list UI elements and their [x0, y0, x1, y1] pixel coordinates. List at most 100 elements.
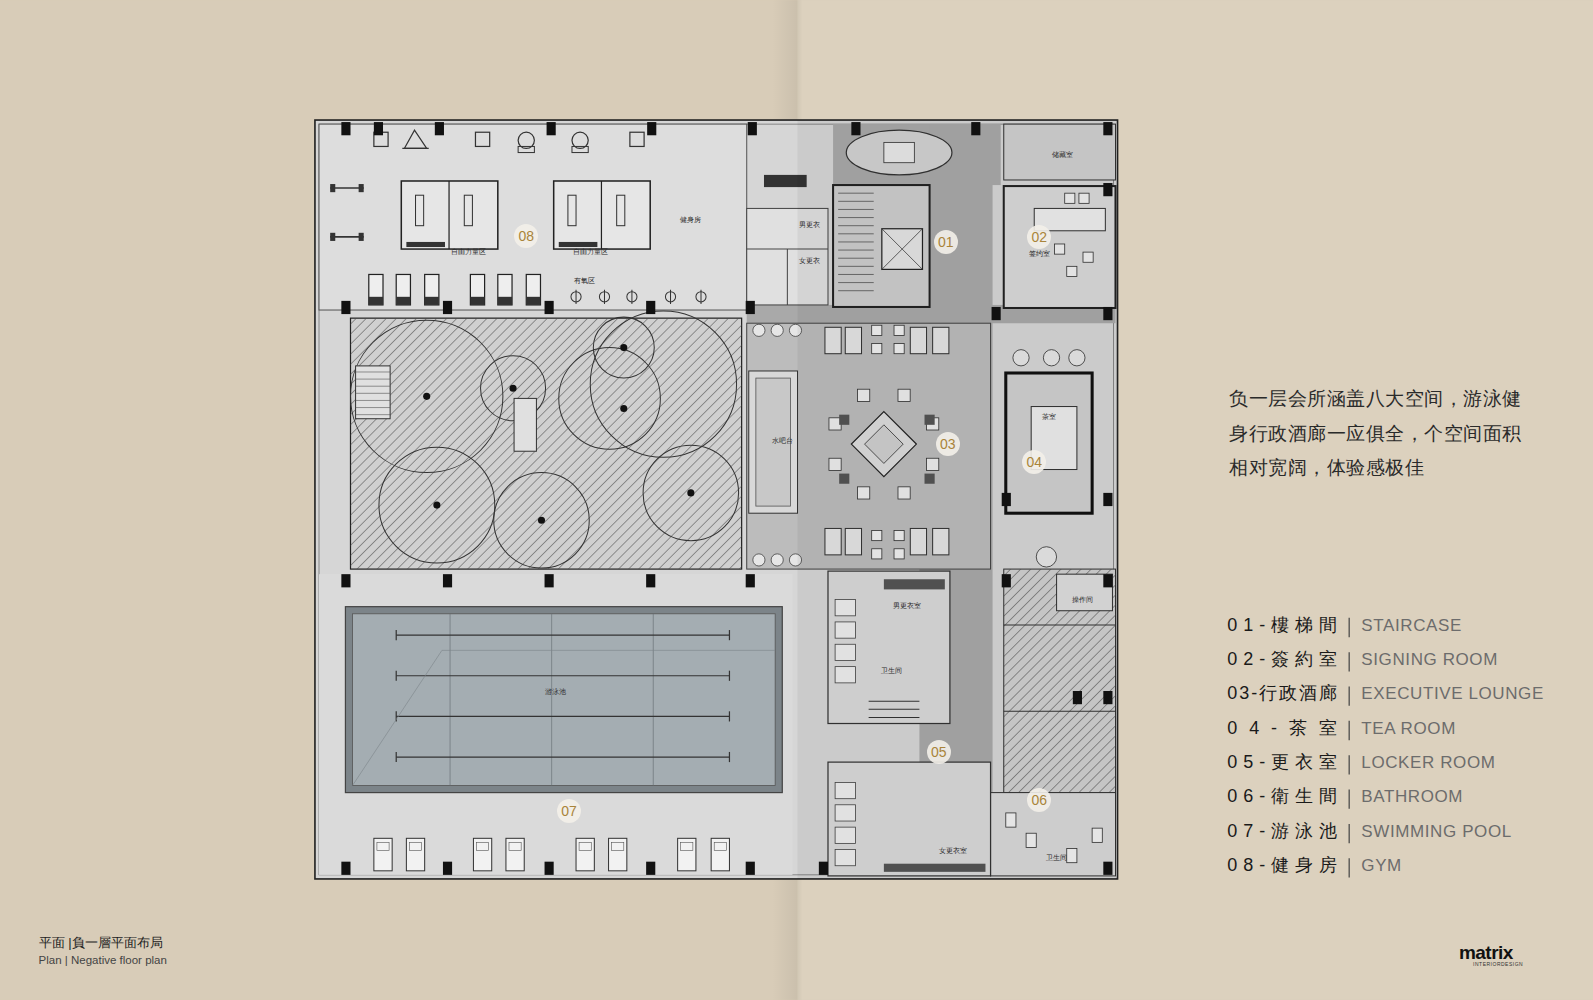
partition [787, 249, 788, 305]
lane-end [396, 752, 397, 762]
treadmill [470, 274, 484, 304]
lounger-head [409, 842, 421, 850]
pool-grid [551, 614, 552, 786]
tree-trunk [620, 344, 627, 351]
stair-tread [356, 386, 391, 387]
lounger-head [509, 842, 521, 850]
lounger [609, 838, 627, 871]
room-label: 女更衣 [799, 257, 820, 265]
tree-trunk [433, 502, 440, 509]
callout-text: 05 [931, 745, 947, 759]
plan-outline [315, 120, 1118, 879]
legend-separator [1349, 790, 1350, 809]
stool [771, 554, 783, 566]
callout-number: 01 [934, 230, 958, 254]
page-right [798, 0, 1593, 1000]
callout-number: 02 [1027, 225, 1051, 249]
lane-end [729, 671, 730, 681]
gym-machine [475, 132, 489, 146]
column [545, 862, 554, 875]
column [1103, 691, 1112, 704]
lounger-head [476, 842, 488, 850]
tree-canopy [379, 447, 495, 563]
treadmill [498, 274, 512, 304]
column [547, 122, 556, 135]
courtyard [351, 318, 742, 569]
description-text: 负一层会所涵盖八大空间，游泳健身行政酒廊一应俱全，个空间面积相对宽阔，体验感极佳 [1229, 382, 1531, 486]
treadmill-base [425, 297, 439, 305]
legend-name-en: LOCKER ROOM [1361, 753, 1495, 773]
weight-rack [559, 242, 598, 247]
legend-name-zh: 02-簽約室 [1227, 649, 1343, 671]
gym-machine [404, 130, 426, 148]
callout-text: 06 [1032, 793, 1048, 807]
lounger-head [612, 842, 624, 850]
legend-separator [1349, 858, 1350, 877]
lounger-head [681, 842, 693, 850]
bench [464, 195, 472, 225]
free-weight-zone [554, 181, 651, 249]
caption-zh: 平面 |負一層平面布局 [39, 935, 163, 951]
room-label: 卫生间 [881, 666, 902, 674]
room-label: 男更衣 [799, 220, 820, 228]
dumbbell [330, 184, 335, 192]
callout-text: 04 [1026, 455, 1042, 469]
room-label: 女更衣室 [939, 847, 967, 855]
stair-tread [356, 371, 391, 372]
pool-ramp [442, 650, 775, 651]
legend-name-en: TEA ROOM [1361, 719, 1456, 739]
caption-en: Plan | Negative floor plan [39, 954, 167, 968]
pool-grid [450, 614, 451, 786]
lounger [506, 838, 524, 871]
legend-name-en: GYM [1361, 856, 1402, 876]
lounger [406, 838, 424, 871]
treadmill [425, 274, 439, 304]
callout-number: 04 [1022, 450, 1046, 474]
column [1002, 493, 1011, 506]
room-label: 茶室 [1042, 412, 1056, 420]
column [443, 574, 452, 587]
stair-tread [356, 414, 391, 415]
courtyard-hatch [351, 318, 742, 569]
column [971, 122, 980, 135]
column [435, 122, 444, 135]
dumbbell [359, 184, 364, 192]
bike [700, 290, 701, 304]
room-label: 自由力量区 [573, 248, 608, 256]
stool [753, 324, 765, 336]
room-label: 签约室 [1029, 250, 1050, 258]
gym-machine [572, 146, 588, 152]
room-label: 自由力量区 [451, 248, 486, 256]
lane-line [396, 635, 729, 636]
room-label: 卫生间 [1046, 854, 1067, 862]
lounger [711, 838, 729, 871]
treadmill-base [396, 297, 410, 305]
stool [753, 554, 765, 566]
plan-group [315, 120, 1349, 879]
legend-name-zh: 06-衛生間 [1227, 786, 1343, 808]
column [646, 862, 655, 875]
lounger-head [714, 842, 726, 850]
legend-name-zh: 07-游泳池 [1227, 821, 1343, 843]
legend-separator [1349, 687, 1350, 706]
legend-name-zh: 03-行政酒廊 [1227, 683, 1339, 705]
callout-text: 02 [1032, 230, 1048, 244]
bar-counter [749, 371, 798, 513]
legend-separator [1349, 652, 1350, 671]
room-label: 男更衣室 [893, 601, 921, 609]
lounger-head [377, 842, 389, 850]
lane-line [396, 716, 729, 717]
lounger [576, 838, 594, 871]
lane-line [396, 675, 729, 676]
gym-zone [319, 124, 747, 310]
lane-end [729, 630, 730, 640]
column [341, 862, 350, 875]
column [1103, 574, 1112, 587]
column [746, 574, 755, 587]
treadmill-base [498, 297, 512, 305]
legend-name-en: BATHROOM [1361, 787, 1463, 807]
legend-separator [1349, 618, 1350, 637]
partition [448, 181, 449, 249]
room-label: 健身房 [680, 216, 701, 224]
column [819, 862, 828, 875]
